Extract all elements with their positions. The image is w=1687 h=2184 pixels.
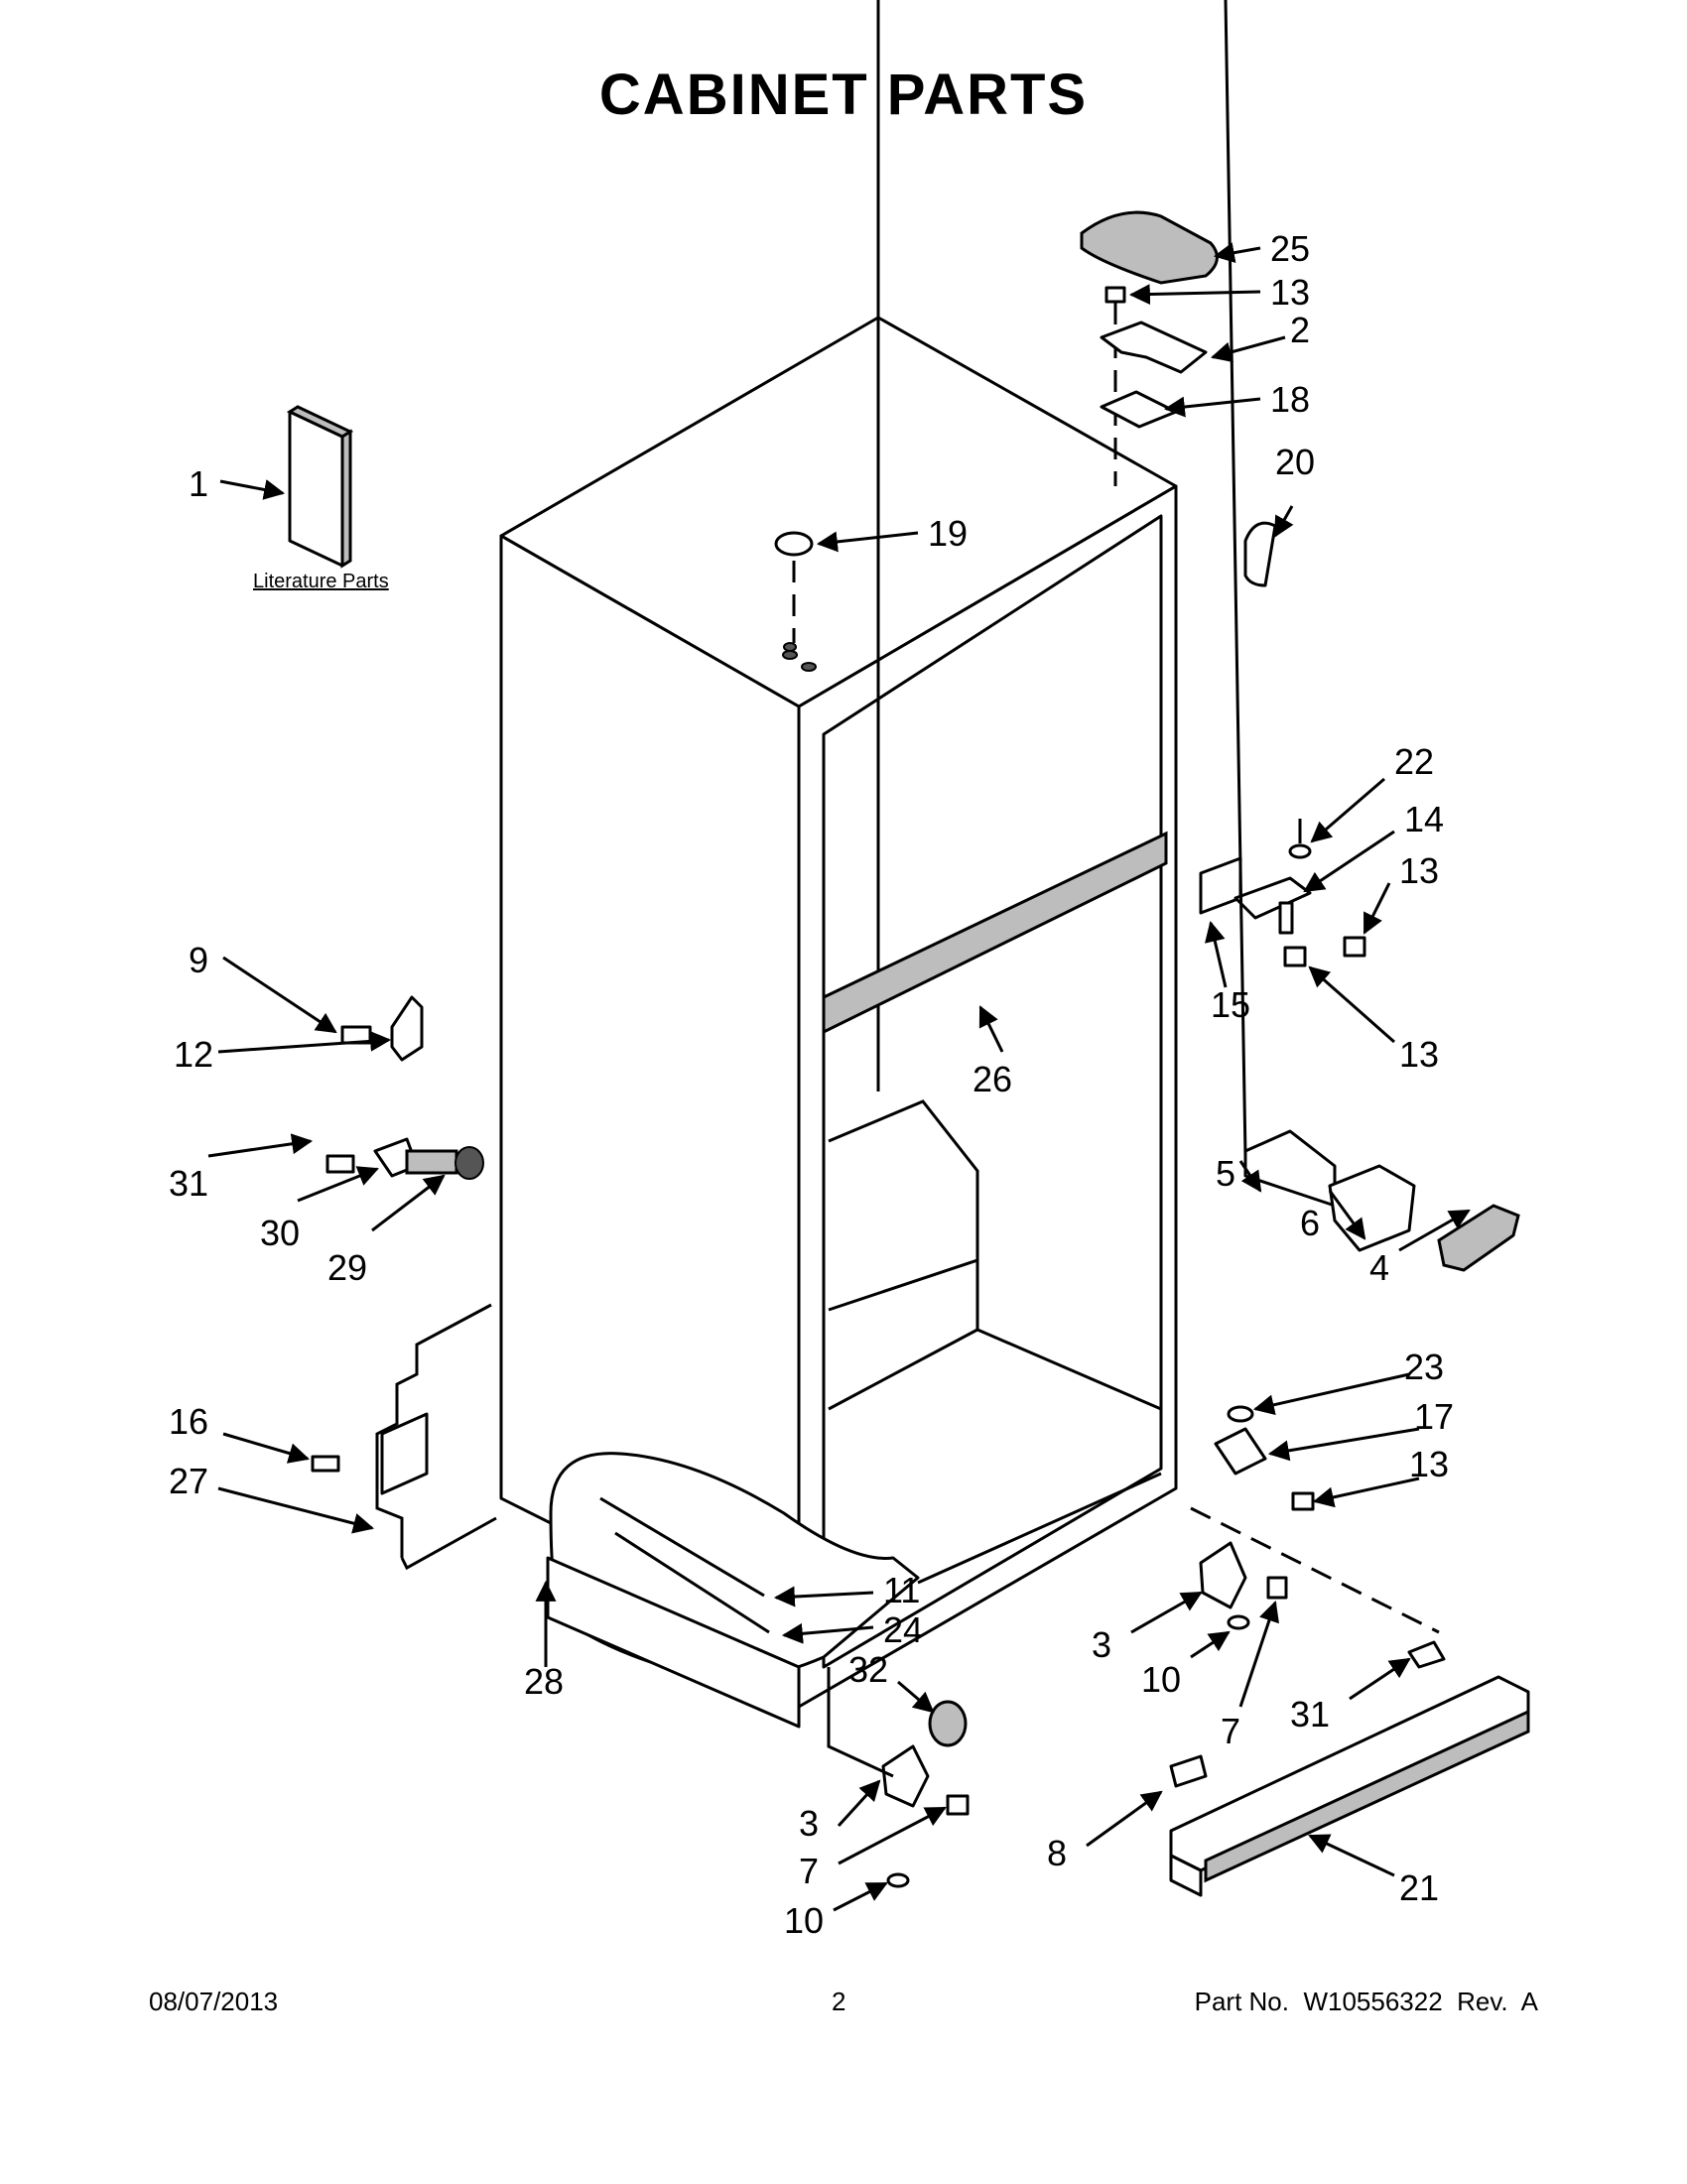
callout-26: 26	[973, 1059, 1012, 1099]
callout-6: 6	[1300, 1203, 1320, 1243]
callout-14: 14	[1404, 799, 1444, 839]
callout-31b: 31	[1290, 1694, 1330, 1734]
rear-panel	[311, 1303, 497, 1571]
callout-27: 27	[169, 1461, 208, 1501]
callout-3: 3	[1092, 1624, 1111, 1665]
callout-3b: 3	[799, 1803, 819, 1844]
top-plug	[774, 531, 817, 672]
callout-24: 24	[883, 1609, 923, 1650]
callout-5: 5	[1216, 1153, 1235, 1194]
callout-25: 25	[1270, 228, 1310, 269]
callout-1: 1	[189, 463, 208, 504]
callout-29: 29	[327, 1247, 367, 1288]
literature-booklet: Literature Parts	[253, 405, 389, 592]
callout-4: 4	[1369, 1247, 1389, 1288]
callout-12: 12	[174, 1034, 213, 1075]
top-hinge-assembly	[1080, 210, 1277, 587]
callout-11: 11	[883, 1570, 920, 1610]
callout-7: 7	[1221, 1711, 1240, 1751]
page-title: CABINET PARTS	[598, 63, 1089, 127]
footer-date: 08/07/2013	[149, 1987, 279, 2016]
callout-31: 31	[169, 1163, 208, 1204]
leader-lines	[207, 242, 1471, 1912]
callout-18: 18	[1270, 379, 1310, 420]
callout-22: 22	[1394, 741, 1434, 782]
callout-28: 28	[524, 1661, 564, 1702]
callout-labels: 25 13 2 18 20 1 19 22 14 13 15 13 9 12 2…	[169, 228, 1454, 1941]
callout-20: 20	[1275, 442, 1315, 482]
cabinet-shell	[499, 0, 1178, 1709]
callout-13c: 13	[1399, 1034, 1439, 1075]
bottom-cover	[546, 1452, 920, 1729]
literature-parts-label: Literature Parts	[253, 571, 389, 592]
callout-23: 23	[1404, 1347, 1444, 1387]
callout-13: 13	[1270, 272, 1310, 313]
callout-2: 2	[1290, 310, 1310, 350]
callout-10: 10	[1141, 1659, 1181, 1700]
callout-16: 16	[169, 1401, 208, 1442]
callout-7b: 7	[799, 1851, 819, 1891]
base-grille	[1169, 1405, 1530, 1897]
bottom-hardware	[827, 1541, 1288, 1888]
callout-13b: 13	[1399, 850, 1439, 891]
callout-19: 19	[928, 513, 968, 554]
callout-15: 15	[1211, 984, 1250, 1025]
callout-13d: 13	[1409, 1444, 1449, 1484]
callout-8: 8	[1047, 1833, 1067, 1873]
callout-30: 30	[260, 1213, 300, 1253]
light-assembly	[1224, 0, 1520, 1272]
crossbar	[822, 831, 1168, 1035]
left-hardware	[325, 995, 484, 1180]
center-hinge-assembly	[1199, 819, 1366, 967]
callout-32: 32	[848, 1649, 888, 1690]
footer-part-number: Part No. W10556322 Rev. A	[1194, 1987, 1538, 2016]
callout-17: 17	[1414, 1396, 1454, 1437]
callout-21: 21	[1399, 1867, 1439, 1908]
footer-page-number: 2	[832, 1987, 846, 2016]
callout-9: 9	[189, 940, 208, 980]
callout-10b: 10	[784, 1900, 824, 1941]
